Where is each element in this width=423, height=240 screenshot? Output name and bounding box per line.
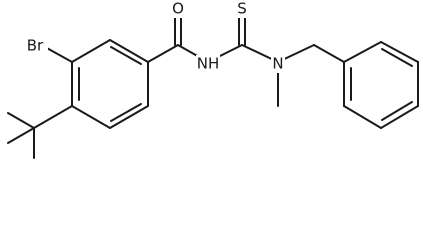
bromine-label: Br — [27, 37, 44, 55]
ring-to-quaternary-bond — [33, 105, 73, 129]
atom-label-amide-nitrogen: NH — [196, 55, 220, 73]
ring-double-bond — [110, 46, 142, 65]
benzyl-group — [313, 41, 419, 129]
tert-butyl-group — [7, 105, 73, 159]
ring-bond — [380, 41, 419, 63]
ring-double-bond — [110, 103, 142, 122]
atom-label-amine-nitrogen: N — [271, 55, 285, 73]
oxygen-label: O — [172, 0, 184, 18]
ring-to-carbonyl-bond — [147, 44, 179, 63]
ch2-to-ring-bond — [313, 44, 345, 63]
thiourea-group — [207, 11, 315, 107]
ring-bond — [109, 105, 149, 129]
benzoyl-ring — [71, 39, 149, 129]
n-label: N — [272, 55, 283, 73]
methyl-bond — [7, 127, 35, 144]
ring-bond — [109, 39, 149, 63]
nh-label: NH — [197, 55, 220, 73]
ring-bond — [343, 41, 382, 63]
sulfur-label: S — [237, 0, 247, 18]
ring-bond — [380, 105, 419, 129]
atom-label-carbonyl-oxygen: O — [170, 0, 186, 18]
chemical-structure-diagram: Br O NH S N — [7, 0, 419, 159]
atom-label-thione-sulfur: S — [235, 0, 249, 18]
methyl-bond — [7, 112, 35, 129]
ring-bond — [343, 105, 382, 129]
ring-bond — [71, 39, 111, 63]
ring-double-bond — [381, 101, 413, 121]
atom-label-bromine: Br — [24, 35, 48, 55]
ring-bond — [71, 105, 111, 129]
c-br-bond — [44, 46, 73, 63]
ring-double-bond — [381, 48, 413, 67]
